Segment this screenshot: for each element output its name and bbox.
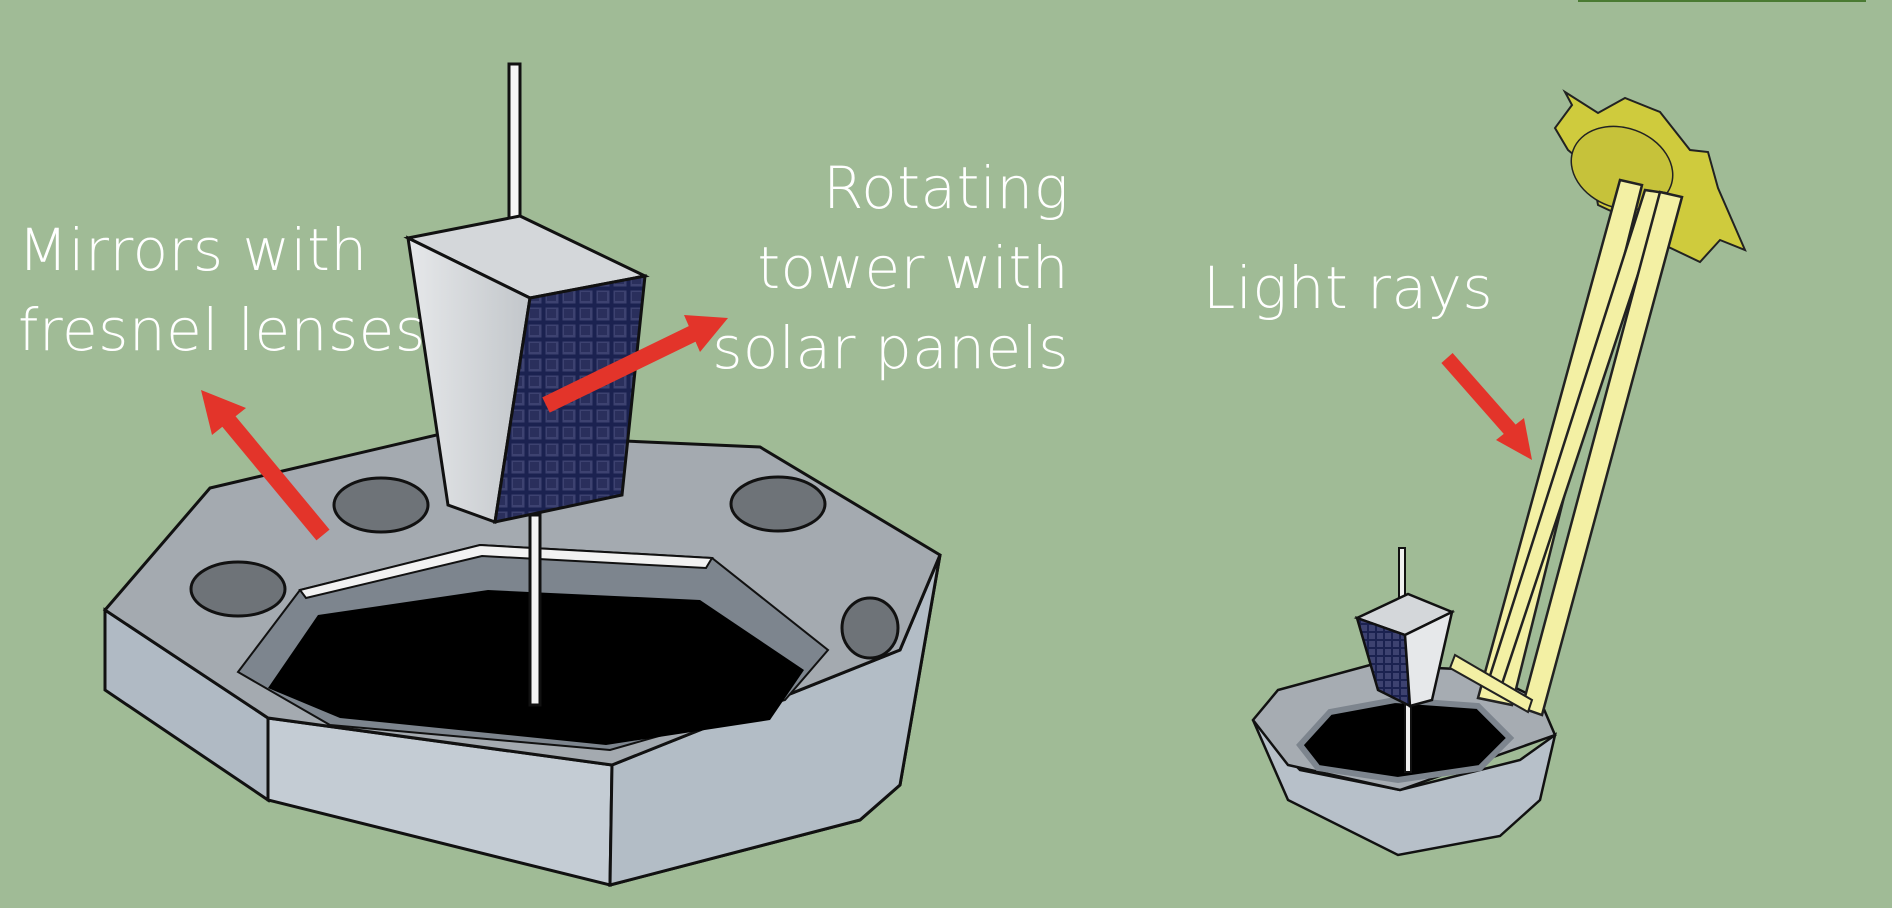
label-light-rays: Light rays: [1203, 254, 1494, 322]
label-tower-line-1: Rotating: [823, 154, 1069, 222]
fresnel-lens: [840, 596, 900, 660]
label-tower-line-3: solar panels: [712, 314, 1069, 382]
light-ray: [1520, 190, 1684, 717]
rotating-tower: [403, 62, 650, 707]
light-rays: [1448, 178, 1684, 717]
arrow-mirrors: [201, 390, 330, 541]
sun: [1553, 89, 1747, 264]
top-accent-bar: [1578, 0, 1866, 2]
arrow-tower: [542, 315, 728, 413]
arrow-rays: [1441, 353, 1532, 460]
label-mirrors: Mirrors with fresnel lenses: [18, 210, 426, 370]
light-ray-base: [1448, 653, 1534, 714]
base-inner-rim-highlight: [298, 543, 714, 600]
fresnel-lens: [729, 475, 827, 533]
tower-shaft-bottom: [528, 513, 542, 707]
label-rotating-tower: Rotating tower with solar panels: [712, 148, 1069, 388]
label-tower-line-2: tower with: [757, 234, 1069, 302]
small-tower: [1353, 547, 1456, 773]
label-mirrors-line-1: Mirrors with: [18, 216, 368, 284]
fresnel-lens: [189, 560, 287, 618]
fresnel-lens: [332, 476, 430, 534]
light-ray: [1476, 178, 1644, 707]
label-mirrors-line-2: fresnel lenses: [18, 296, 426, 364]
